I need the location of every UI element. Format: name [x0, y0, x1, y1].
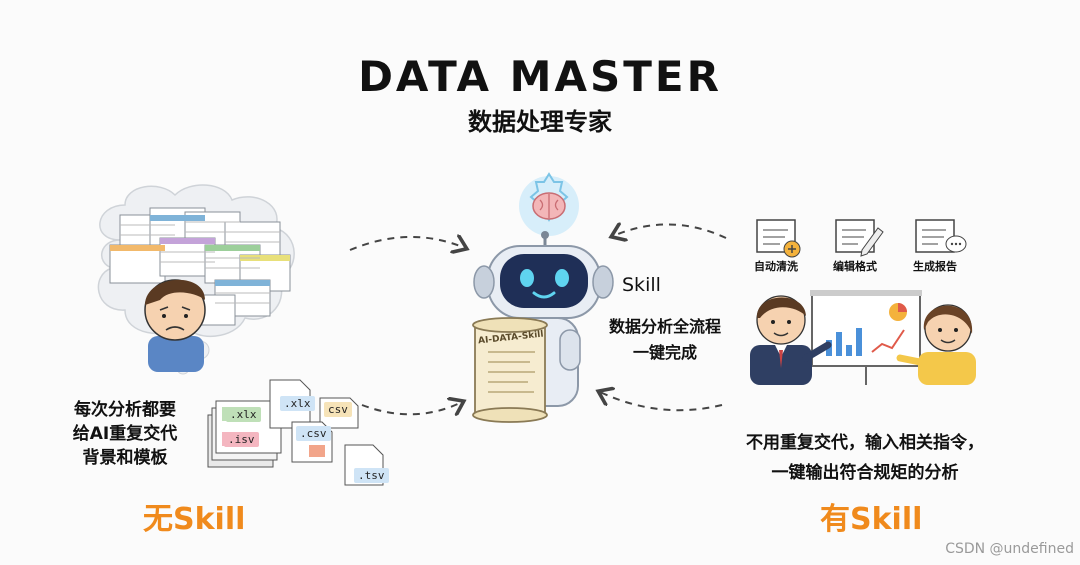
- skill-label: Skill: [622, 274, 661, 296]
- flow-arrow: [613, 224, 727, 238]
- icon-label-auto-clean: 自动清洗: [754, 260, 798, 273]
- document-chat-icon: [915, 219, 967, 253]
- flow-arrow: [600, 392, 723, 412]
- icon-label-edit-format: 编辑格式: [833, 260, 877, 273]
- file-tag-csv: csv: [324, 402, 352, 417]
- page-title: DATA MASTER: [358, 52, 722, 101]
- watermark: CSDN @undefined: [945, 541, 1074, 557]
- right-description-line: 一键输出符合规矩的分析: [771, 463, 959, 483]
- file-tag-xlx: .xlx: [280, 396, 315, 411]
- left-description-line: 给AI重复交代: [72, 424, 178, 444]
- presentation-board-icon: [810, 290, 922, 385]
- left-description-line: 每次分析都要: [74, 400, 176, 420]
- icon-label-generate-report: 生成报告: [913, 260, 957, 273]
- file-tag-xlx: .xlx: [226, 407, 261, 422]
- left-description: 每次分析都要 给AI重复交代 背景和模板: [40, 398, 210, 470]
- center-description-line: 数据分析全流程: [608, 317, 721, 336]
- woman-presenter-icon: [896, 304, 976, 385]
- worried-person-icon: [144, 279, 206, 372]
- file-tag-csv: .csv: [296, 426, 331, 441]
- scroll-icon: [472, 317, 548, 423]
- flow-arrow: [361, 402, 462, 414]
- has-skill-label: 有Skill: [820, 502, 923, 537]
- left-description-line: 背景和模板: [82, 448, 168, 468]
- center-description: 数据分析全流程 一键完成: [590, 314, 740, 366]
- right-description-line: 不用重复交代，输入相关指令，: [746, 433, 984, 453]
- man-presenter-icon: [750, 295, 832, 385]
- flow-arrow: [349, 237, 465, 250]
- spreadsheet-pile-icon: [109, 207, 291, 326]
- right-description: 不用重复交代，输入相关指令， 一键输出符合规矩的分析: [700, 428, 1030, 488]
- file-tag-tsv: .tsv: [354, 468, 389, 483]
- document-edit-icon: [835, 219, 884, 257]
- brain-gear-icon: [519, 172, 579, 236]
- file-tag-isv: .isv: [224, 432, 259, 447]
- document-plus-icon: [756, 219, 801, 258]
- no-skill-label: 无Skill: [143, 502, 246, 537]
- center-description-line: 一键完成: [632, 343, 697, 362]
- page-subtitle: 数据处理专家: [468, 108, 612, 136]
